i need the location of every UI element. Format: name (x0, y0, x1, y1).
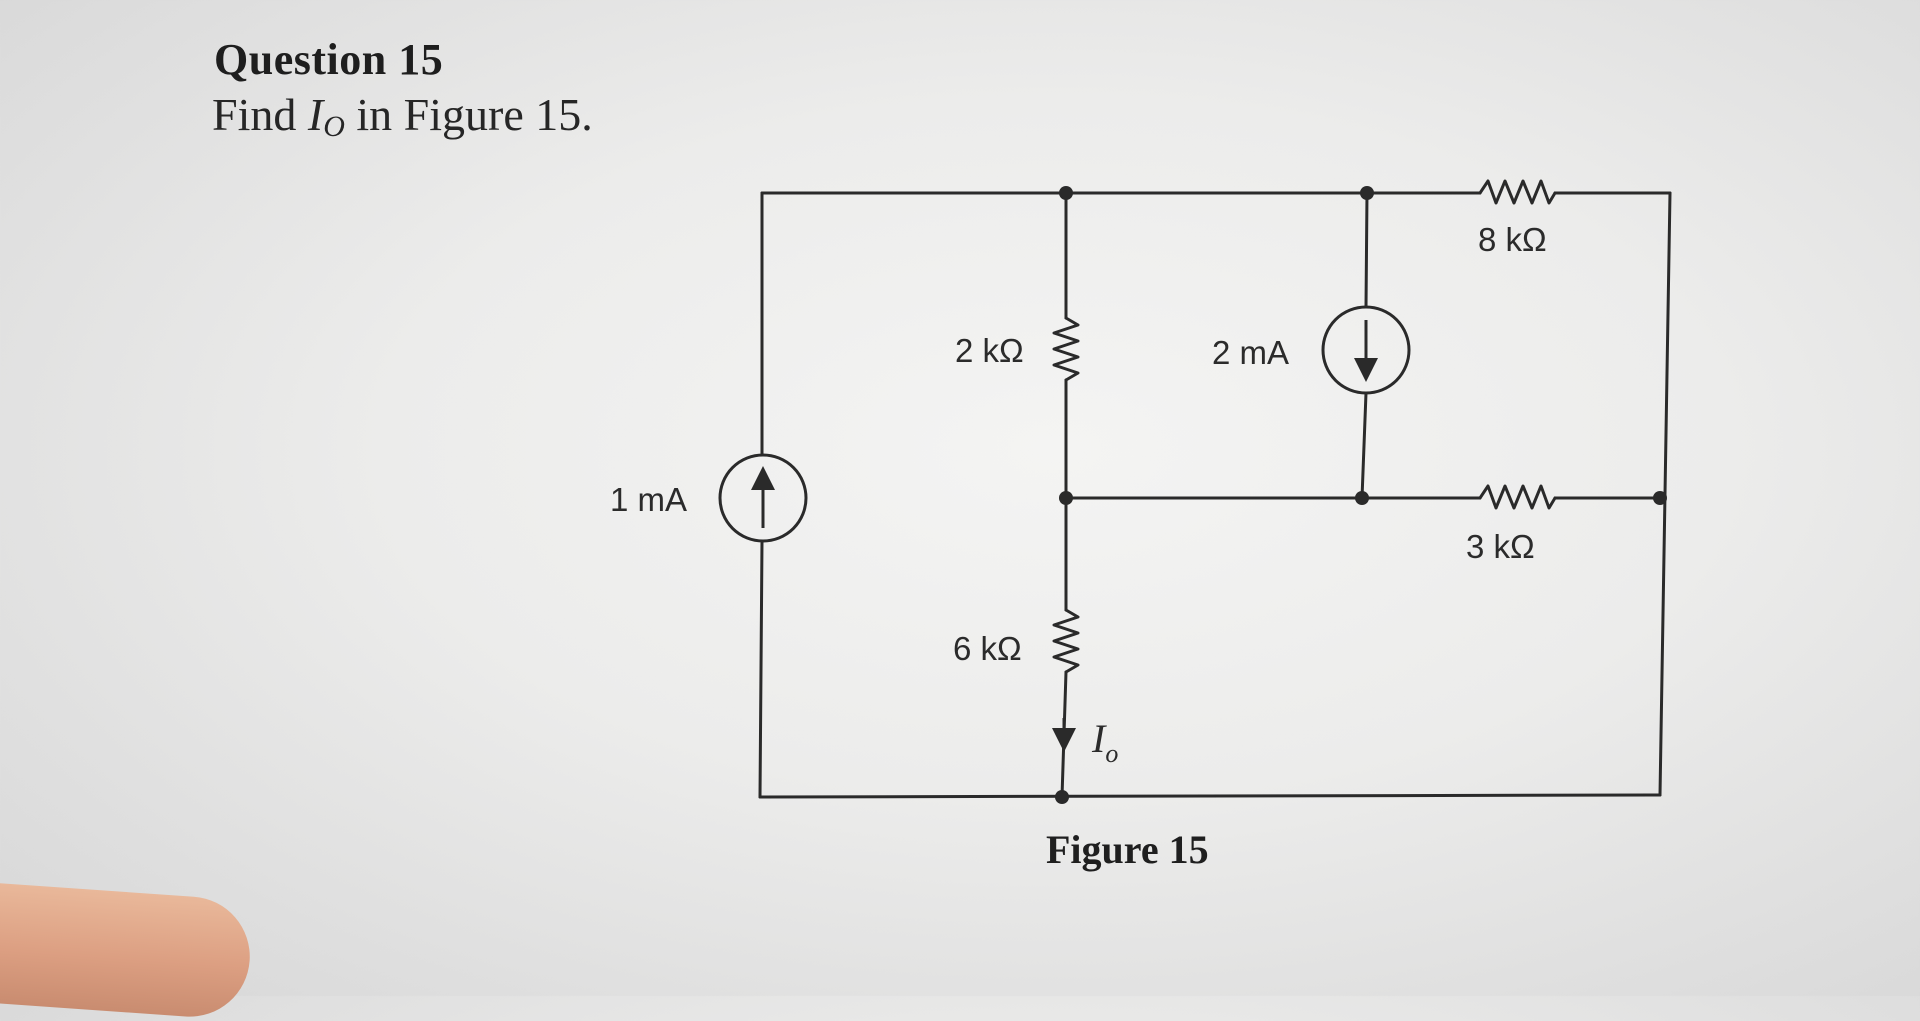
wire-2ma-bottom (1360, 391, 1368, 500)
resistor-2k (1052, 316, 1080, 382)
prompt-prefix: Find (212, 89, 308, 140)
junction-dot (1360, 186, 1374, 200)
resistor-8k (1478, 179, 1557, 205)
junction-dot (1653, 491, 1667, 505)
label-2ma: 2 mA (1212, 334, 1289, 371)
resistor-3k (1478, 484, 1557, 510)
label-current-var: I (1091, 716, 1107, 761)
wire-bottom (758, 793, 1662, 799)
prompt-variable-subscript: O (323, 110, 345, 143)
junction-dot (1355, 491, 1369, 505)
label-2k: 2 kΩ (955, 332, 1024, 369)
label-current-io: Io (1091, 716, 1118, 768)
document-page: Question 15 Find IO in Figure 15. (0, 35, 1672, 1021)
junction-dot (1055, 790, 1069, 804)
question-prompt: Find IO in Figure 15. (212, 88, 593, 144)
figure-caption: Figure 15 (1046, 827, 1209, 872)
question-title: Question 15 (214, 35, 444, 84)
wire-2ma-top (1364, 191, 1369, 309)
prompt-variable: I (307, 89, 324, 140)
junction-dot (1059, 186, 1073, 200)
label-3k: 3 kΩ (1466, 528, 1535, 565)
label-1ma: 1 mA (610, 481, 687, 518)
label-8k: 8 kΩ (1478, 221, 1547, 258)
circuit-diagram: 1 mA 2 mA 2 kΩ 6 kΩ 8 kΩ 3 kΩ Io (610, 179, 1672, 804)
label-current-sub: o (1105, 739, 1118, 768)
resistor-6k (1052, 608, 1080, 674)
junction-dot (1059, 491, 1073, 505)
prompt-suffix: in Figure 15. (344, 89, 593, 140)
current-source-1ma (718, 453, 808, 543)
wire-left-lower (758, 539, 764, 799)
label-6k: 6 kΩ (953, 630, 1022, 667)
